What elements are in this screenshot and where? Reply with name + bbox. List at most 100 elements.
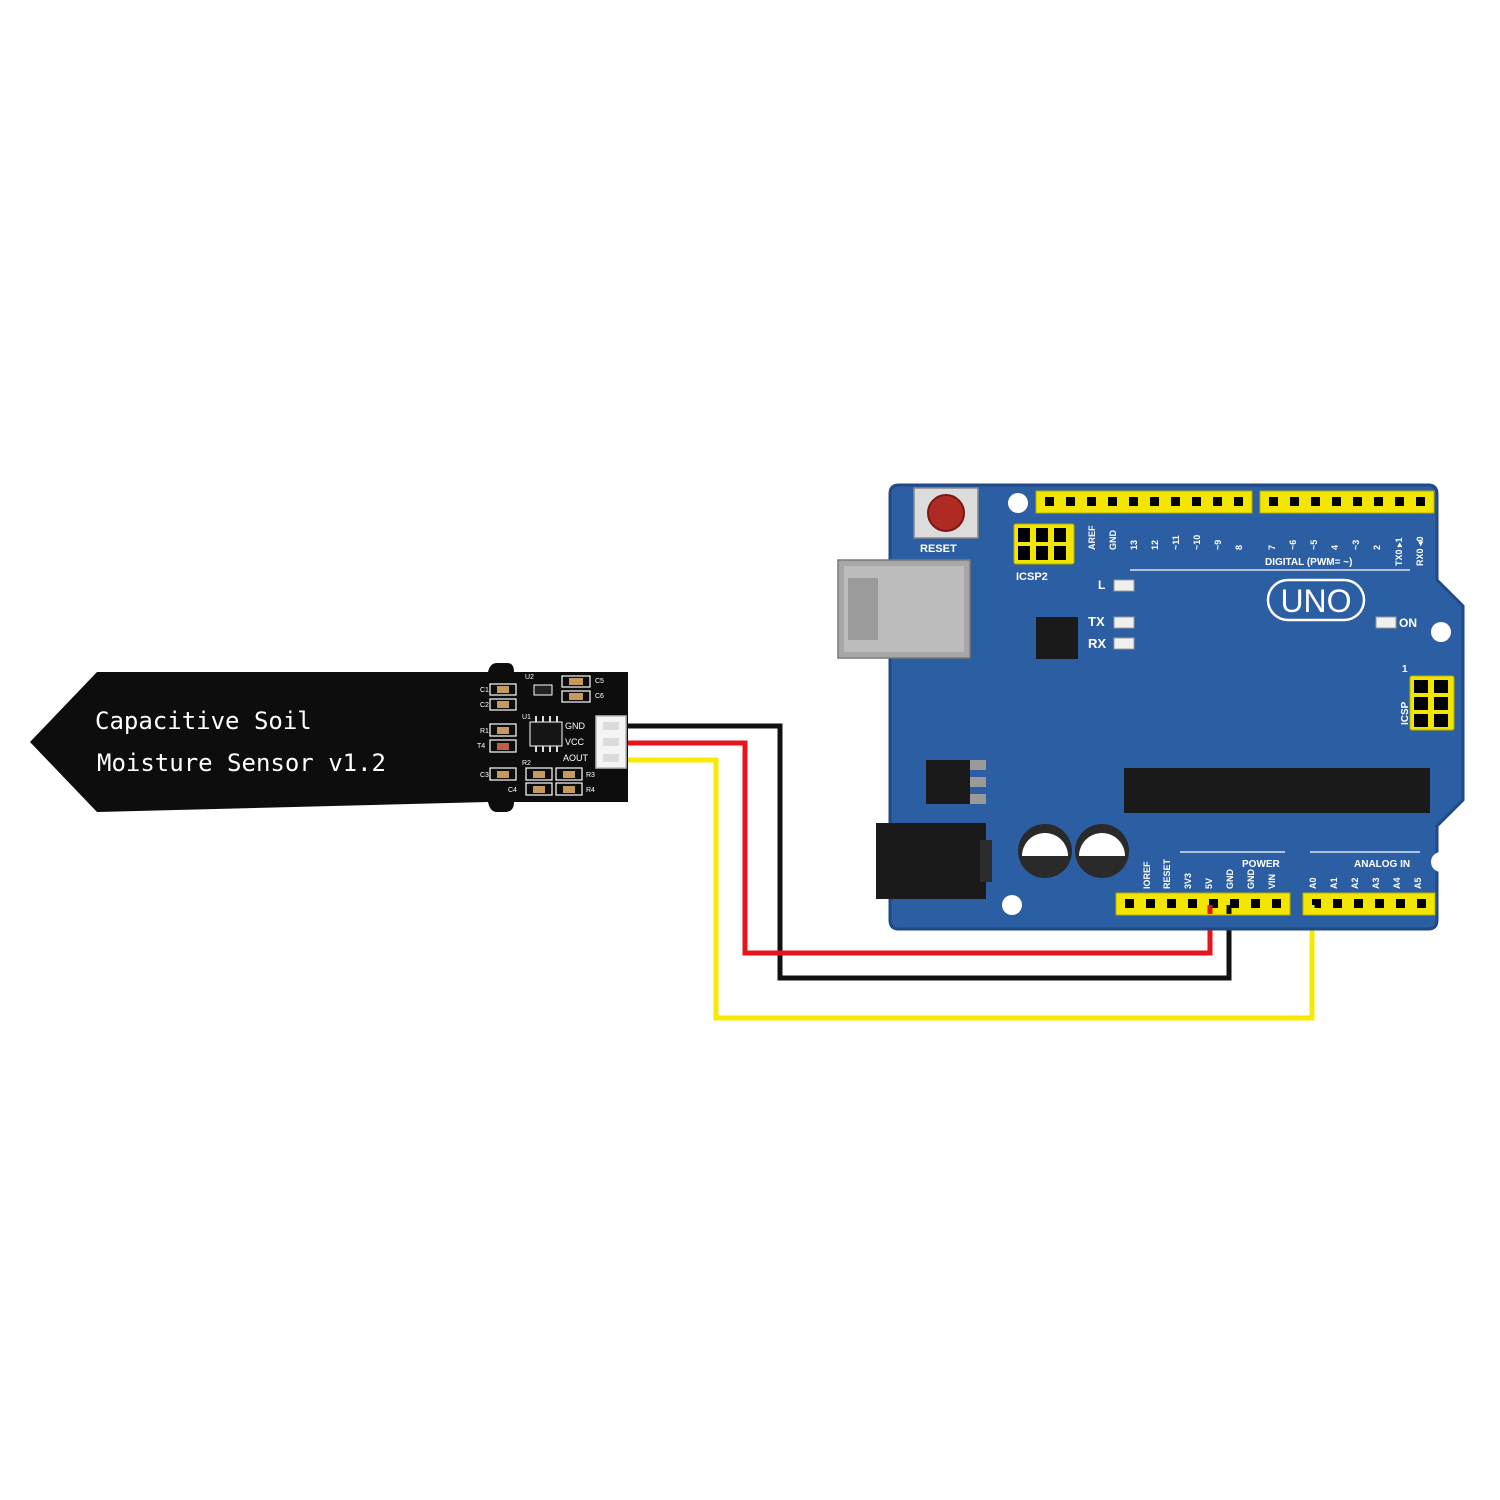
power-pin-socket[interactable] — [1230, 899, 1239, 908]
digital-pin-socket[interactable] — [1234, 497, 1243, 506]
dc-power-jack — [876, 823, 992, 899]
voltage-regulator — [926, 760, 986, 804]
power-pin-socket[interactable] — [1125, 899, 1134, 908]
power-pin-socket[interactable] — [1209, 899, 1218, 908]
pin-label-a2: A2 — [1350, 877, 1360, 889]
digital-pin-socket[interactable] — [1353, 497, 1362, 506]
digital-pin-socket[interactable] — [1311, 497, 1320, 506]
icsp-label: ICSP — [1400, 701, 1411, 725]
sensor-connector — [595, 715, 627, 769]
label-c4: C4 — [508, 787, 517, 794]
power-pin-socket[interactable] — [1251, 899, 1260, 908]
soil-moisture-sensor: Capacitive Soil Moisture Sensor v1.2 C1 … — [30, 663, 628, 812]
led-rx — [1113, 637, 1135, 650]
label-r1: R1 — [480, 728, 489, 735]
analog-pin-socket[interactable] — [1396, 899, 1405, 908]
digital-pin-socket[interactable] — [1108, 497, 1117, 506]
uno-logo-text: UNO — [1280, 583, 1351, 619]
pin-label-7: 7 — [1267, 545, 1277, 550]
on-label: ON — [1399, 616, 1417, 630]
digital-pin-socket[interactable] — [1395, 497, 1404, 506]
pin-label-gnd: GND — [565, 721, 586, 731]
pin-label-vin: VIN — [1267, 874, 1277, 889]
power-header-base — [1115, 892, 1291, 916]
pin-label-tx0: TX0 ▸1 — [1394, 537, 1404, 566]
digital-pin-socket[interactable] — [1332, 497, 1341, 506]
analog-pin-socket[interactable] — [1375, 899, 1384, 908]
wire-terminals — [1207, 905, 1315, 914]
digital-pin-socket[interactable] — [1192, 497, 1201, 506]
power-pin-socket[interactable] — [1167, 899, 1176, 908]
led-tx — [1113, 616, 1135, 629]
digital-pin-socket[interactable] — [1066, 497, 1075, 506]
label-c1: C1 — [480, 687, 489, 694]
reset-button[interactable] — [913, 487, 979, 539]
sensor-title-line2: Moisture Sensor v1.2 — [97, 749, 386, 777]
pin-label-gnd2: GND — [1246, 869, 1256, 890]
l-label: L — [1098, 578, 1105, 592]
pin-label-5v: 5V — [1204, 878, 1214, 889]
label-r3: R3 — [586, 772, 595, 779]
led-l — [1113, 579, 1135, 592]
digital-pin-socket[interactable] — [1045, 497, 1054, 506]
capacitor — [1075, 824, 1129, 878]
pin-label-8: 8 — [1234, 545, 1244, 550]
pin-label-a1: A1 — [1329, 877, 1339, 889]
pin-label-12: 12 — [1150, 540, 1160, 550]
pin-label-5: ~5 — [1309, 540, 1319, 550]
digital-pin-socket[interactable] — [1087, 497, 1096, 506]
mounting-hole — [1008, 493, 1028, 513]
digital-pin-socket[interactable] — [1269, 497, 1278, 506]
pin-label-vcc: VCC — [565, 737, 585, 747]
digital-pin-socket[interactable] — [1374, 497, 1383, 506]
label-c2: C2 — [480, 702, 489, 709]
icsp-header — [1409, 675, 1455, 731]
pin-label-aout: AOUT — [563, 753, 589, 763]
digital-label: DIGITAL (PWM= ~) — [1265, 557, 1352, 568]
label-u1: U1 — [522, 714, 531, 721]
analog-pin-socket[interactable] — [1333, 899, 1342, 908]
power-pin-socket[interactable] — [1146, 899, 1155, 908]
digital-pin-socket[interactable] — [1213, 497, 1222, 506]
pin-label-10: ~10 — [1192, 535, 1202, 550]
pin-label-a3: A3 — [1371, 877, 1381, 889]
digital-pin-socket[interactable] — [1290, 497, 1299, 506]
analog-pin-socket[interactable] — [1417, 899, 1426, 908]
digital-pin-socket[interactable] — [1129, 497, 1138, 506]
pin-label-a4: A4 — [1392, 877, 1402, 889]
rx-label: RX — [1088, 636, 1106, 651]
mounting-hole — [1431, 852, 1451, 872]
analog-pin-socket[interactable] — [1354, 899, 1363, 908]
digital-pin-socket[interactable] — [1416, 497, 1425, 506]
wires — [624, 723, 1315, 1021]
pin-label-rx0: RX0 ◂0 — [1415, 536, 1425, 566]
pin-label-4: 4 — [1330, 545, 1340, 550]
pin-label-3: ~3 — [1351, 540, 1361, 550]
sensor-components: C1 C2 U2 C5 C6 U1 R1 T4 C3 — [477, 674, 604, 796]
dig-left-header-base — [1035, 490, 1253, 514]
pin-label-aref: AREF — [1087, 525, 1097, 550]
digital-pin-socket[interactable] — [1150, 497, 1159, 506]
pin-label-a5: A5 — [1413, 877, 1423, 889]
power-pin-socket[interactable] — [1272, 899, 1281, 908]
pin-label-6: ~6 — [1288, 540, 1298, 550]
pin-label-3v3: 3V3 — [1183, 873, 1193, 889]
analog-pin-socket[interactable] — [1312, 899, 1321, 908]
analog-header — [1302, 892, 1436, 916]
digital-pin-socket[interactable] — [1171, 497, 1180, 506]
microcontroller-chip — [1124, 768, 1430, 813]
pin-label-ioref: IOREF — [1142, 861, 1152, 889]
power-label: POWER — [1242, 859, 1281, 870]
pin-label-reset: RESET — [1162, 858, 1172, 889]
digital-pin-labels: AREF GND 13 12 ~11 ~10 ~9 8 7 ~6 ~5 4 ~3… — [1087, 525, 1425, 566]
power-pin-socket[interactable] — [1188, 899, 1197, 908]
label-c6: C6 — [595, 693, 604, 700]
label-t4: T4 — [477, 743, 485, 750]
power-pin-labels: IOREF RESET 3V3 5V GND GND VIN A0 A1 A2 … — [1142, 858, 1423, 889]
power-header — [1115, 892, 1291, 916]
pin-label-13: 13 — [1129, 540, 1139, 550]
icsp2-header — [1013, 523, 1075, 565]
label-r2: R2 — [522, 760, 531, 767]
reset-label: RESET — [920, 543, 957, 555]
